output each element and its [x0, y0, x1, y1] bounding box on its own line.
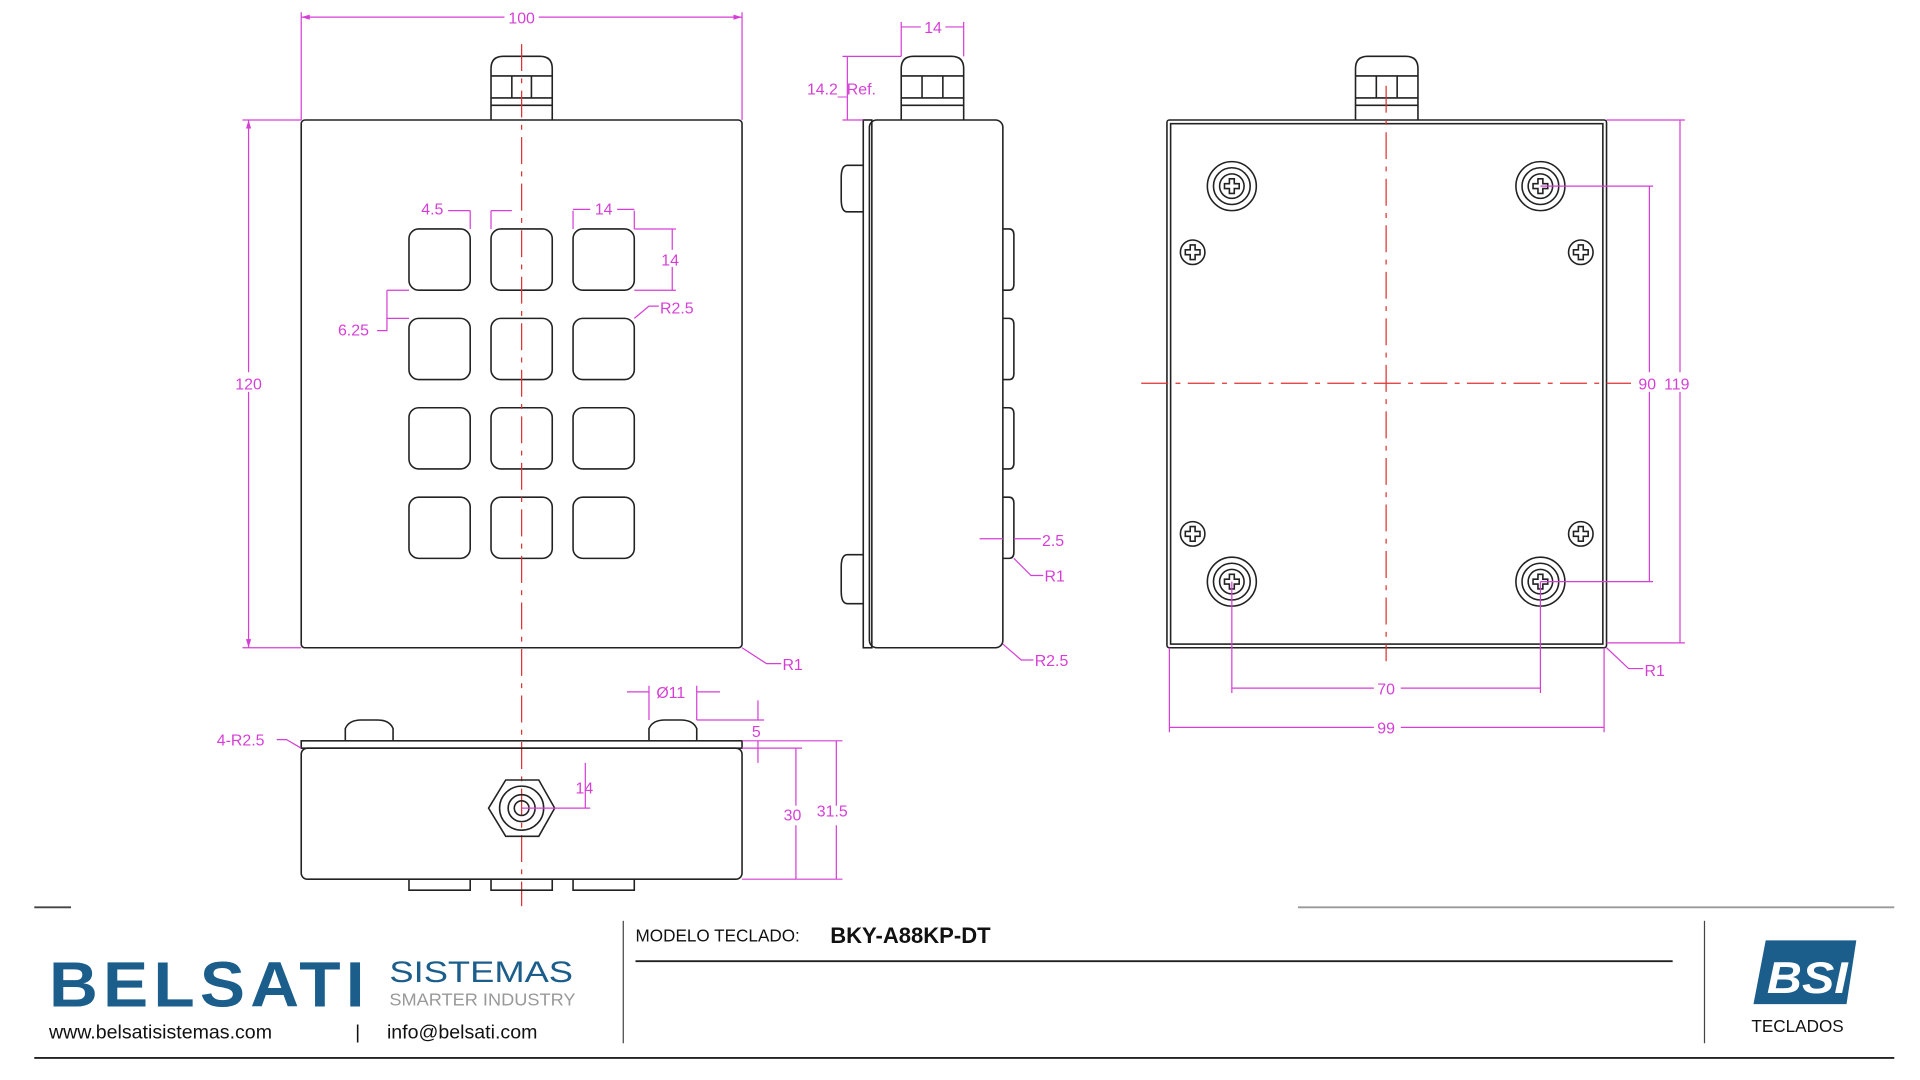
key-outline	[572, 406, 636, 470]
key-outline	[572, 317, 636, 381]
side-key-profile	[1002, 406, 1015, 470]
screw-icon	[1179, 239, 1206, 266]
side-key-profile	[1002, 317, 1015, 381]
dim-key-height: 14	[661, 253, 679, 270]
dim-side-r2: R2.5	[1035, 653, 1069, 670]
key-outline	[572, 228, 636, 291]
dim-key-width: 14	[595, 201, 613, 218]
dim-side-depth: 14	[924, 20, 942, 37]
front-view: 100 120 4.5 14 14 6.25 R2.5 R1	[232, 7, 803, 907]
dim-gland-offset: 14	[576, 780, 594, 797]
key-outline	[408, 317, 472, 381]
back-view: 90 119 70 99 R1	[1141, 55, 1698, 737]
dim-back-holes-h: 70	[1377, 681, 1395, 698]
screw-icon	[1179, 520, 1206, 547]
dim-key-gap: 4.5	[421, 201, 443, 218]
dim-back-holes-v: 90	[1638, 376, 1656, 393]
dim-back-height: 119	[1664, 376, 1690, 393]
brand-sub1: SISTEMAS	[389, 956, 573, 989]
dim-bottom-radius: 4-R2.5	[217, 733, 265, 750]
dim-corner-radius: R1	[782, 657, 802, 674]
key-outline	[408, 496, 472, 560]
brand-name: BELSATI	[49, 950, 370, 1021]
key-outline	[408, 228, 472, 291]
bottom-view: 14 Ø11 5 30 31.5 4-R2.5	[217, 685, 860, 891]
bsi-logo-text: BSI	[1767, 954, 1849, 1003]
separator: |	[355, 1021, 360, 1043]
brand-sub2: SMARTER INDUSTRY	[389, 989, 576, 1009]
key-outline	[408, 406, 472, 470]
dim-total-depth: 31.5	[817, 804, 848, 821]
category-label: TECLADOS	[1751, 1016, 1843, 1036]
side-key-profile	[1002, 228, 1015, 291]
model-value: BKY-A88KP-DT	[830, 923, 991, 948]
dim-gland-ref: 14.2_Ref.	[807, 81, 876, 98]
dim-gland-dia: Ø11	[656, 685, 685, 702]
dim-back-width: 99	[1377, 720, 1395, 737]
dim-plate: 5	[752, 724, 761, 741]
bsi-logo: BSI	[1753, 940, 1857, 1005]
key-outline	[572, 496, 636, 560]
dim-height: 120	[235, 376, 262, 393]
dim-width: 100	[508, 10, 535, 27]
dim-key-row-gap: 6.25	[338, 323, 369, 340]
email-link[interactable]: info@belsati.com	[387, 1021, 537, 1043]
model-label: MODELO TECLADO:	[636, 926, 800, 946]
mounting-screws	[1179, 160, 1594, 607]
dim-side-r1: R1	[1044, 569, 1064, 586]
screw-icon	[1206, 160, 1258, 212]
dim-body-depth: 30	[784, 807, 802, 824]
dim-back-r1: R1	[1644, 663, 1664, 680]
side-view: 14 14.2_Ref. 2.5 R1 R2.5	[807, 17, 1069, 670]
screw-icon	[1567, 239, 1594, 266]
dim-key-radius: R2.5	[660, 300, 694, 317]
screw-icon	[1567, 520, 1594, 547]
side-key-profile	[1002, 496, 1015, 560]
title-block: BELSATI SISTEMAS SMARTER INDUSTRY www.be…	[34, 906, 1895, 1059]
dim-key-protrusion: 2.5	[1042, 533, 1064, 550]
website-link[interactable]: www.belsatisistemas.com	[48, 1021, 272, 1043]
